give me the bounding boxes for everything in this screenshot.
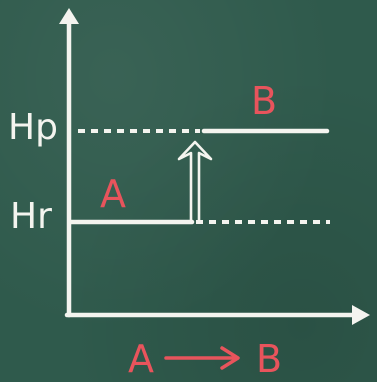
reaction-product: B (256, 337, 282, 381)
hp-label: Hp (8, 107, 58, 148)
reaction-arrow-head-icon (220, 346, 240, 370)
hr-label: Hr (10, 196, 52, 237)
axes (59, 8, 370, 325)
reaction-equation: A B (128, 337, 282, 381)
reaction-reactant: A (128, 337, 154, 381)
enthalpy-change-arrow-icon (177, 140, 213, 224)
x-axis-arrowhead-icon (352, 305, 370, 325)
level-label-a: A (100, 172, 126, 216)
level-label-b: B (251, 79, 277, 123)
y-axis-arrowhead-icon (59, 8, 79, 24)
